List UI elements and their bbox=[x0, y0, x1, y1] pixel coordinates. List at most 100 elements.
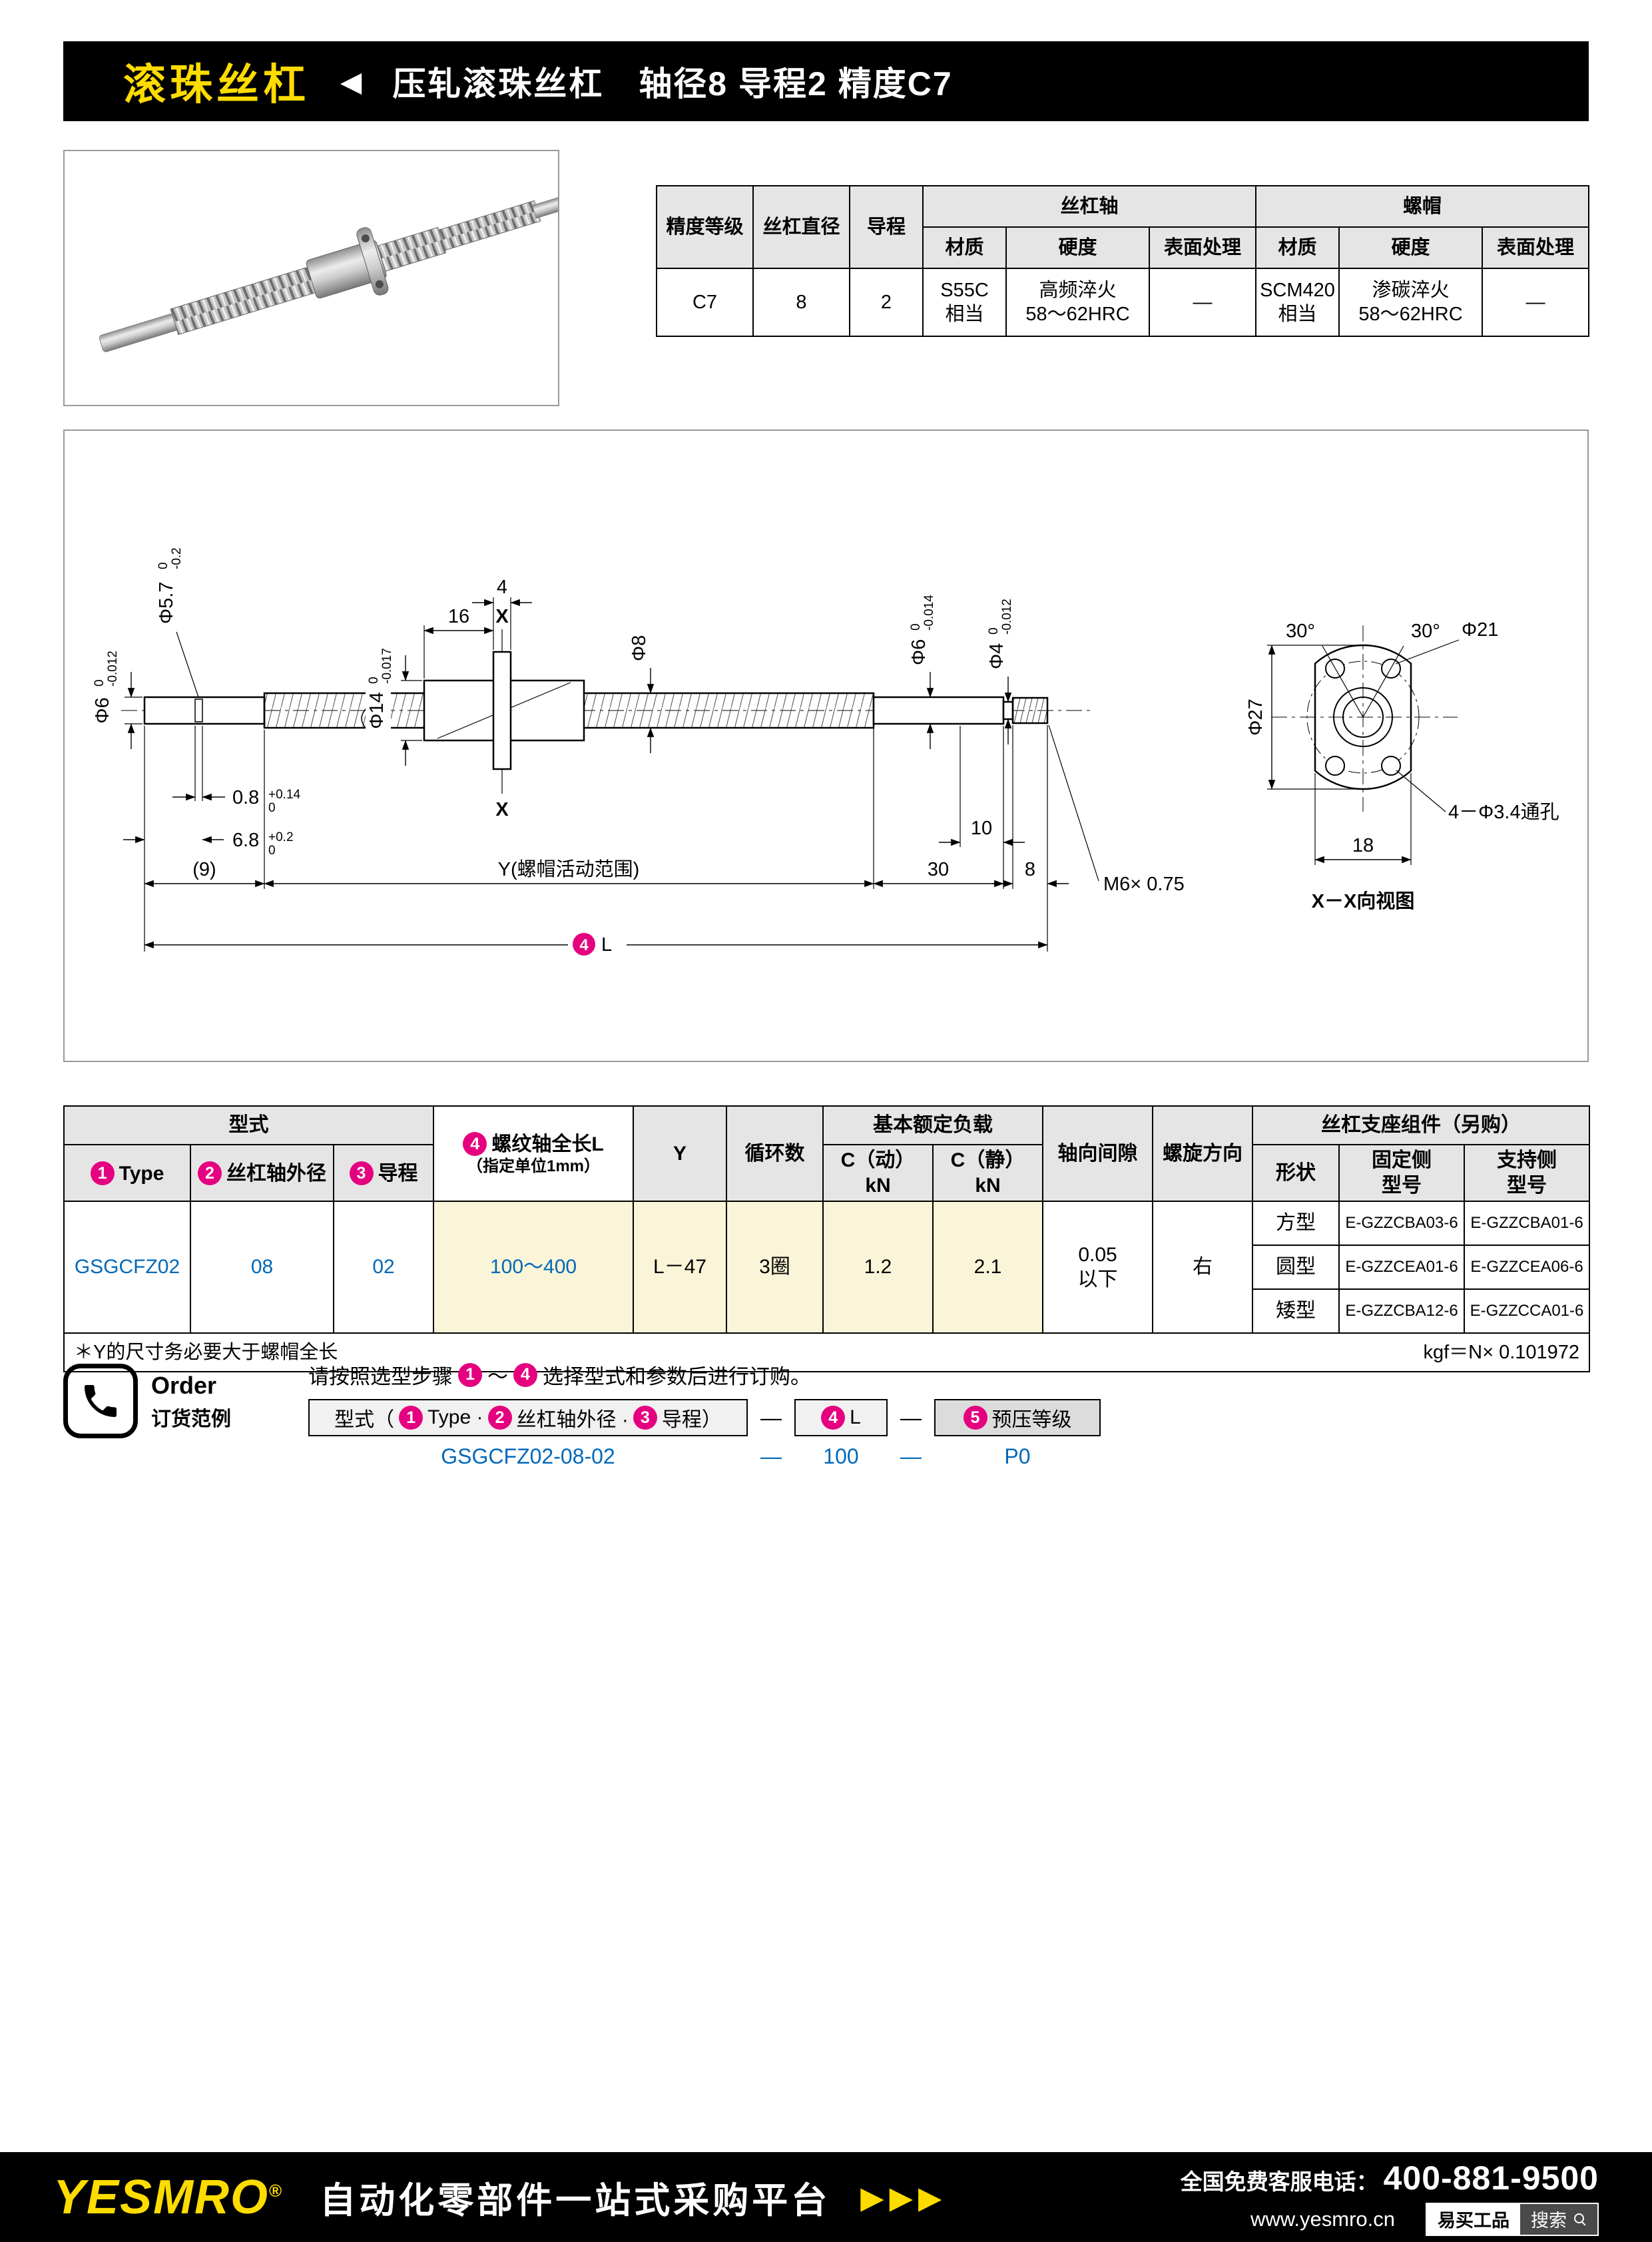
svg-text:-0.017: -0.017 bbox=[380, 648, 394, 684]
dim-groove-position: 6.8 +0.2 0 bbox=[232, 830, 294, 858]
svg-text:Φ4: Φ4 bbox=[986, 643, 1007, 669]
dia57-leader bbox=[176, 631, 199, 698]
step4-circle-icon: 4 bbox=[463, 1132, 487, 1157]
support-side-model: E-GZZCEA06-6 bbox=[1464, 1245, 1591, 1290]
spec-shaft-material: S55C 相当 bbox=[922, 268, 1007, 337]
spec-header-nut: 螺帽 bbox=[1255, 185, 1590, 228]
brand-logo: YESMRO® bbox=[53, 2170, 284, 2224]
technical-drawing: X X 16 4 Φ6 0 bbox=[63, 429, 1589, 1062]
phone-handset-icon bbox=[85, 1385, 117, 1417]
hotline-row: 全国免费客服电话： 400-881-9500 bbox=[1181, 2159, 1599, 2197]
c-dynamic-value: 1.2 bbox=[822, 1201, 934, 1334]
dimension-lines-bottom bbox=[123, 724, 1099, 952]
svg-text:-0.012: -0.012 bbox=[106, 651, 120, 687]
fixed-side-model: E-GZZCBA03-6 bbox=[1338, 1201, 1466, 1246]
svg-text:+0.2: +0.2 bbox=[268, 830, 294, 844]
step1-circle-icon: 1 bbox=[90, 1161, 115, 1186]
sel-header-c-static: C（静） kN bbox=[932, 1144, 1044, 1202]
sel-header-support-side: 支持侧 型号 bbox=[1464, 1144, 1591, 1202]
svg-text:-0.2: -0.2 bbox=[170, 547, 184, 569]
step3-circle-icon: 3 bbox=[633, 1406, 657, 1430]
part-number: GSGCFZ02 bbox=[63, 1201, 191, 1334]
dim-16: 16 bbox=[448, 606, 469, 627]
sel-header-length: 4 螺纹轴全长L （指定单位1mm） bbox=[433, 1105, 635, 1202]
sel-header-fixed-side: 固定侧 型号 bbox=[1338, 1144, 1466, 1202]
table-row: 型式 4 螺纹轴全长L （指定单位1mm） Y 循环数 基本额定负载 轴向间隙 … bbox=[63, 1105, 1591, 1202]
helix-direction-value: 右 bbox=[1152, 1201, 1254, 1334]
flange-view-caption: X－X向视图 bbox=[1312, 890, 1415, 912]
sel-header-length-label: 螺纹轴全长L bbox=[491, 1133, 604, 1155]
step2-circle-icon: 2 bbox=[487, 1406, 512, 1430]
lead-value: 02 bbox=[332, 1201, 435, 1334]
svg-text:0: 0 bbox=[156, 562, 170, 569]
fixed-side-model: E-GZZCEA01-6 bbox=[1338, 1245, 1466, 1290]
dim-angle30-right: 30° bbox=[1411, 621, 1440, 642]
dim-groove-width: 0.8 +0.14 0 bbox=[232, 787, 301, 815]
website-url: www.yesmro.cn bbox=[1250, 2207, 1395, 2231]
spec-lead: 2 bbox=[849, 268, 924, 337]
footer-contact-block: 全国免费客服电话： 400-881-9500 www.yesmro.cn 易买工… bbox=[1181, 2159, 1599, 2236]
step3-circle-icon: 3 bbox=[349, 1161, 374, 1186]
shop-name: 易买工品 bbox=[1427, 2203, 1520, 2235]
example-length: 100 bbox=[823, 1444, 859, 1468]
site-row: www.yesmro.cn 易买工品 搜索 bbox=[1250, 2202, 1599, 2236]
order-example-row: GSGCFZ02-08-02 — 100 — P0 bbox=[308, 1444, 1101, 1469]
svg-text:0: 0 bbox=[367, 677, 381, 684]
table-row: 矮型 E-GZZCBA12-6 E-GZZCCA01-6 bbox=[64, 1288, 1591, 1334]
side-view bbox=[121, 651, 1093, 770]
spec-shaft-surface: — bbox=[1148, 268, 1257, 337]
spec-nut-surface: — bbox=[1482, 268, 1590, 337]
product-name: 压轧滚珠丝杠 bbox=[392, 65, 605, 103]
registered-mark: ® bbox=[269, 2180, 284, 2201]
support-shape: 圆型 bbox=[1252, 1245, 1340, 1290]
dimension-lines-top bbox=[423, 597, 532, 679]
sel-header-model-group: 型式 bbox=[63, 1105, 435, 1145]
order-label-cn: 订货范例 bbox=[151, 1408, 231, 1430]
svg-text:Φ6: Φ6 bbox=[92, 697, 113, 723]
section-x-top: X bbox=[495, 606, 509, 627]
product-photo bbox=[63, 150, 565, 406]
dim-dia14: Φ14 0 -0.017 bbox=[366, 645, 394, 737]
footnote-text: ＊Y的尺寸务必要大于螺帽全长 bbox=[74, 1341, 338, 1363]
step2-circle-icon: 2 bbox=[198, 1161, 222, 1186]
order-label-block: Order 订货范例 bbox=[63, 1360, 290, 1469]
step4-circle-icon: 4 bbox=[821, 1406, 846, 1430]
dim-l: L bbox=[601, 934, 612, 956]
hotline-number: 400-881-9500 bbox=[1383, 2159, 1599, 2197]
dim-dia57: Φ5.7 0 -0.2 bbox=[156, 547, 184, 624]
sel-header-support-group: 丝杠支座组件（另购） bbox=[1252, 1105, 1591, 1145]
spec-nut-hardness: 渗碳淬火 58～62HRC bbox=[1338, 268, 1484, 337]
spec-header-lead: 导程 bbox=[849, 185, 924, 269]
product-spec: 轴径8 导程2 精度C7 bbox=[639, 65, 953, 103]
step5-circle-icon: 5 bbox=[963, 1406, 987, 1430]
spec-header-accuracy: 精度等级 bbox=[656, 185, 754, 269]
sel-header-length-note: （指定单位1mm） bbox=[467, 1157, 601, 1176]
svg-text:-0.012: -0.012 bbox=[1000, 599, 1014, 635]
section-mark-xx: X X bbox=[495, 606, 509, 820]
search-button[interactable]: 搜索 bbox=[1520, 2203, 1597, 2235]
svg-text:Φ6: Φ6 bbox=[908, 639, 930, 665]
dim-dia14-lines bbox=[401, 655, 422, 766]
sel-header-load-group: 基本额定负载 bbox=[822, 1105, 1044, 1145]
order-content: 请按照选型步骤 1 ～ 4 选择型式和参数后进行订购。 型式（ 1 Type ·… bbox=[308, 1360, 1101, 1469]
triple-arrow-icon: ▶▶▶ bbox=[860, 2179, 948, 2215]
example-preload: P0 bbox=[1004, 1444, 1031, 1468]
dim-30: 30 bbox=[928, 859, 949, 880]
step4-circle-icon bbox=[573, 933, 595, 956]
svg-text:0: 0 bbox=[268, 844, 276, 858]
dim-y-range: Y(螺帽活动范围) bbox=[498, 858, 640, 880]
table-row: ＊Y的尺寸务必要大于螺帽全长 kgf＝N× 0.101972 bbox=[63, 1332, 1591, 1372]
page-title: 滚珠丝杠 bbox=[123, 61, 310, 109]
footer-bar: YESMRO® 自动化零部件一站式采购平台 ▶▶▶ 全国免费客服电话： 400-… bbox=[0, 2152, 1652, 2242]
dim-18: 18 bbox=[1352, 835, 1374, 856]
svg-text:0: 0 bbox=[987, 627, 1001, 635]
support-shape: 矮型 bbox=[1252, 1288, 1340, 1334]
dim-dia27: Φ27 bbox=[1245, 699, 1266, 735]
dim-angle30-left: 30° bbox=[1286, 621, 1315, 642]
spec-nut-material: SCM420 相当 bbox=[1255, 268, 1340, 337]
support-shape: 方型 bbox=[1252, 1201, 1340, 1246]
dim-bolt-holes: 4－Φ3.4通孔 bbox=[1448, 802, 1559, 823]
dim-dia6-right: Φ6 0 -0.014 bbox=[908, 595, 936, 665]
